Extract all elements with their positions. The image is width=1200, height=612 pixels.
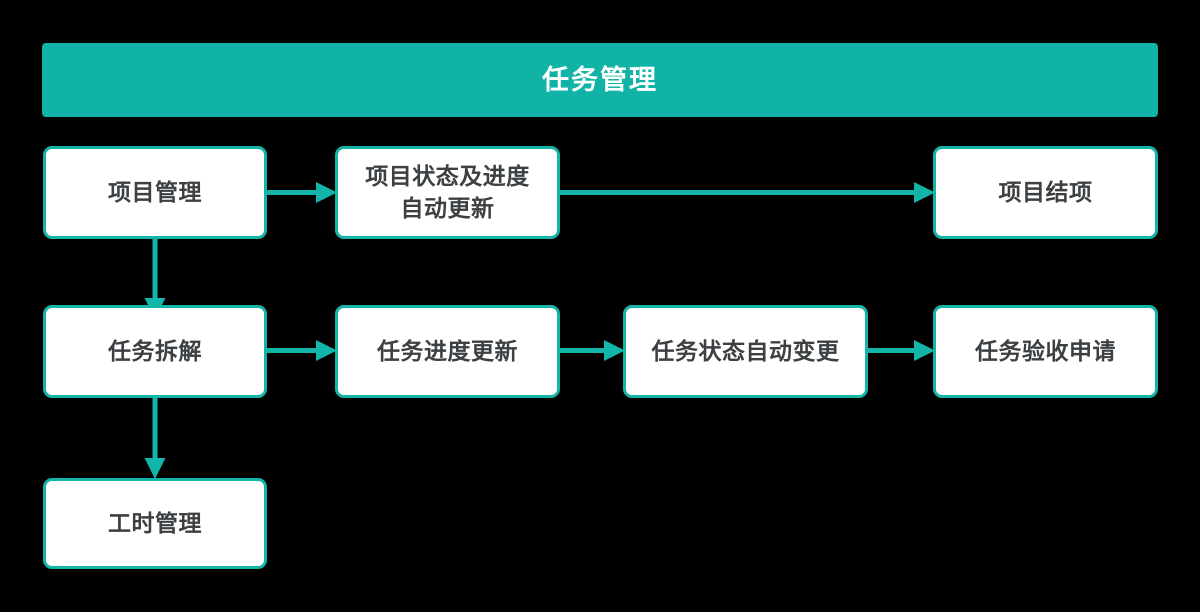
connector-task-progress-to-task-status bbox=[558, 338, 626, 364]
node-work-hours-management[interactable]: 工时管理 bbox=[43, 478, 267, 569]
node-label-project-management: 项目管理 bbox=[108, 178, 202, 205]
connector-project-management-to-project-status bbox=[266, 180, 338, 206]
node-project-management[interactable]: 项目管理 bbox=[43, 146, 267, 239]
node-task-status-auto-change[interactable]: 任务状态自动变更 bbox=[623, 305, 868, 398]
node-project-closure[interactable]: 项目结项 bbox=[933, 146, 1158, 239]
node-task-progress-update[interactable]: 任务进度更新 bbox=[335, 305, 560, 398]
node-project-status-auto-update[interactable]: 项目状态及进度 自动更新 bbox=[335, 146, 560, 239]
diagram-title: 任务管理 bbox=[542, 64, 658, 95]
connector-task-status-to-task-acceptance bbox=[866, 338, 936, 364]
connector-task-breakdown-to-task-progress bbox=[266, 338, 338, 364]
node-label-project-status-auto-update: 项目状态及进度 自动更新 bbox=[365, 163, 530, 221]
node-task-acceptance-request[interactable]: 任务验收申请 bbox=[933, 305, 1158, 398]
diagram-header-banner: 任务管理 bbox=[42, 43, 1158, 117]
connector-task-breakdown-to-work-hours bbox=[142, 396, 168, 480]
node-label-task-acceptance-request: 任务验收申请 bbox=[975, 337, 1116, 364]
node-label-task-progress-update: 任务进度更新 bbox=[377, 337, 518, 364]
node-label-project-closure: 项目结项 bbox=[998, 178, 1093, 205]
connector-project-status-to-project-closure bbox=[558, 180, 936, 206]
node-label-task-status-auto-change: 任务状态自动变更 bbox=[651, 337, 840, 364]
node-task-breakdown[interactable]: 任务拆解 bbox=[43, 305, 267, 398]
node-label-work-hours-management: 工时管理 bbox=[108, 509, 202, 536]
node-label-task-breakdown: 任务拆解 bbox=[108, 337, 202, 364]
